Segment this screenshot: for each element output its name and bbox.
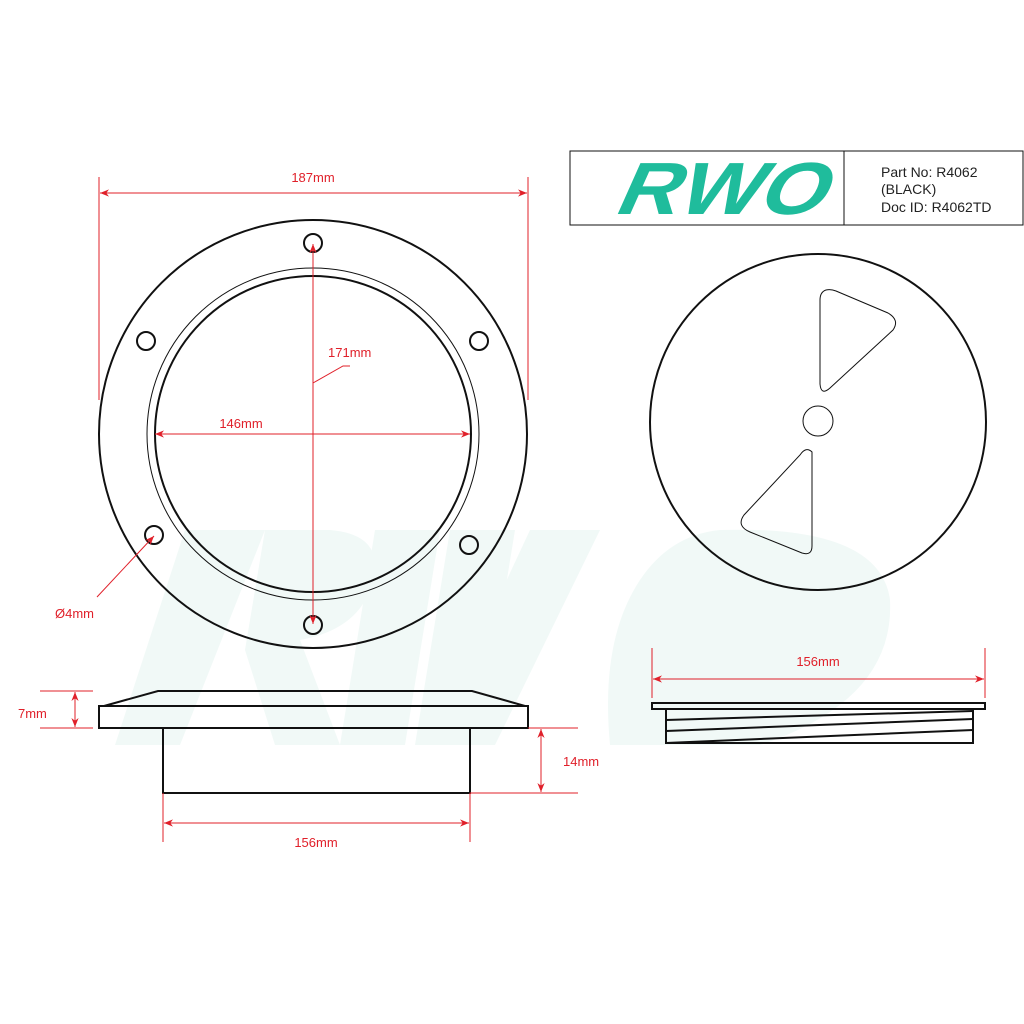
- lid-dimensions: 156mm: [651, 648, 986, 698]
- rwo-logo: RWO: [605, 148, 852, 230]
- doc-id: Doc ID: R4062TD: [881, 199, 991, 215]
- title-block: RWO Part No: R4062 (BLACK) Doc ID: R4062…: [569, 148, 1024, 230]
- ring-dimensions: 187mm 171mm 146mm Ø4mm: [55, 170, 529, 624]
- mounting-holes: [136, 233, 489, 635]
- ring-side-view: [98, 690, 529, 794]
- lid-top-view: [649, 253, 987, 591]
- lid-side-view: [651, 702, 986, 744]
- dim-hole-size: Ø4mm: [55, 606, 94, 621]
- dim-lid-diameter: 156mm: [796, 654, 839, 669]
- watermark-logo: [115, 529, 891, 745]
- side-dimensions: 7mm 14mm 156mm: [18, 690, 599, 850]
- part-variant: (BLACK): [881, 181, 936, 197]
- dim-outer-diameter: 187mm: [291, 170, 334, 185]
- dim-body-diameter: 156mm: [294, 835, 337, 850]
- dim-inner-diameter: 146mm: [219, 416, 262, 431]
- dim-body-height: 14mm: [563, 754, 599, 769]
- dim-hole-circle: 171mm: [328, 345, 371, 360]
- dim-flange-height: 7mm: [18, 706, 47, 721]
- part-number: Part No: R4062: [881, 164, 978, 180]
